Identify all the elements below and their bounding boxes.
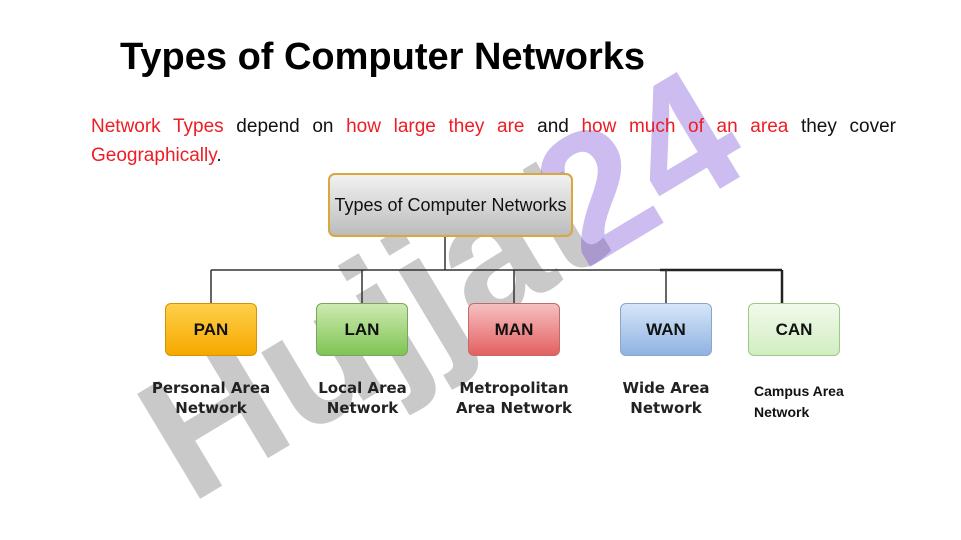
node-pan: PAN: [165, 303, 257, 356]
node-wan: WAN: [620, 303, 712, 356]
node-lan-caption: Local Area Network: [318, 379, 407, 417]
intro-highlight: how large they are: [346, 116, 525, 137]
node-can: CAN: [748, 303, 840, 356]
node-man-caption: Metropolitan Area Network: [456, 379, 572, 417]
root-node: Types of Computer Networks: [328, 173, 573, 237]
intro-fragment: and: [524, 116, 582, 137]
node-pan-caption: Personal Area Network: [151, 379, 271, 417]
intro-highlight: how much of an area: [581, 116, 789, 137]
page-title: Types of Computer Networks: [120, 36, 646, 78]
intro-fragment: they cover: [788, 116, 896, 137]
node-man: MAN: [468, 303, 560, 356]
intro-text: Network Types depend on how large they a…: [91, 112, 896, 170]
intro-fragment: .: [216, 145, 222, 166]
node-can-caption: Campus Area Network: [754, 383, 844, 420]
intro-highlight: Geographically: [91, 145, 217, 166]
node-wan-caption: Wide Area Network: [622, 379, 710, 417]
intro-highlight: Network Types: [91, 116, 224, 137]
node-lan: LAN: [316, 303, 408, 356]
intro-fragment: depend on: [223, 116, 347, 137]
